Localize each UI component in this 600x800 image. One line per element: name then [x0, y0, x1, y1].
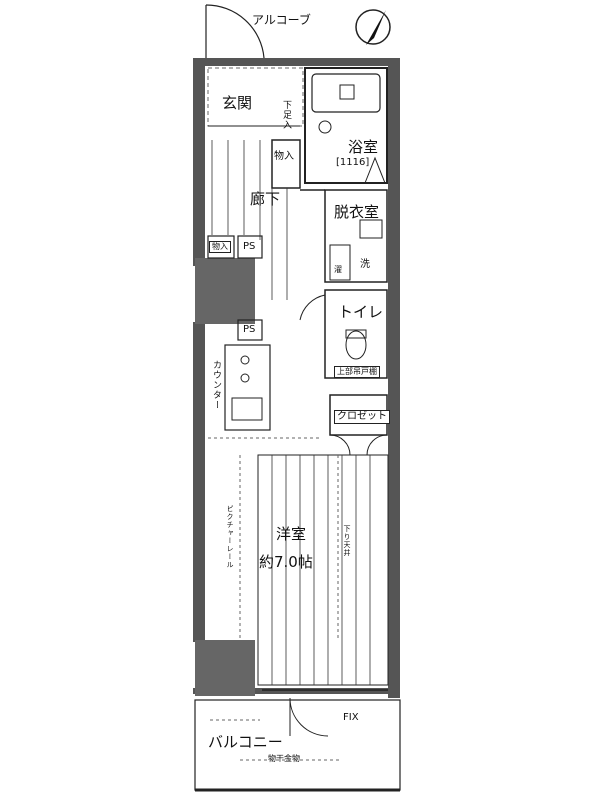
- room-label-entrance: 玄関: [222, 94, 253, 112]
- room-label-washer-sub: 濯: [334, 265, 342, 274]
- room-label-alcove: アルコーブ: [252, 13, 311, 27]
- room-label-corridor: 廊下: [250, 190, 281, 208]
- outer-walls: [193, 58, 400, 698]
- room-label-balcony: バルコニー: [208, 733, 283, 751]
- room-label-shoe-storage: 下足入: [281, 100, 291, 130]
- room-label-toilet: トイレ: [338, 303, 384, 321]
- dressing-room-area: [324, 189, 388, 283]
- room-label-picture-rail: ピクチャーレール: [226, 505, 234, 569]
- column-upper: [195, 258, 255, 324]
- room-label-closet: クロゼット: [334, 410, 390, 424]
- room-label-western-room-size: 約7.0帖: [259, 553, 313, 571]
- compass-icon: [355, 9, 391, 45]
- room-label-drying-rod: 物干金物: [268, 754, 300, 763]
- room-label-washer: 洗: [360, 259, 370, 270]
- toilet-area: [324, 289, 388, 379]
- room-label-bathroom: 浴室: [348, 138, 379, 156]
- toilet-bowl: [345, 330, 367, 360]
- column-lower: [195, 640, 255, 696]
- western-room-area: [257, 454, 389, 686]
- room-label-counter: カウンター: [211, 360, 221, 410]
- room-label-toilet-cabinet: 上部吊戸棚: [334, 366, 380, 378]
- bathtub: [311, 73, 381, 113]
- room-label-storage-1: 物入: [274, 151, 294, 162]
- entrance-door: [205, 4, 265, 59]
- bathroom-area: [304, 67, 388, 184]
- room-label-storage-2: 物入: [209, 241, 231, 253]
- room-label-ps-2: PS: [243, 324, 256, 335]
- room-label-bathroom-size: [1116]: [336, 157, 370, 168]
- room-label-hanging-wall: 下り天井: [343, 525, 351, 557]
- kitchen-counter: [224, 344, 271, 431]
- room-label-dressing-room: 脱衣室: [334, 203, 380, 221]
- room-label-ps-1: PS: [243, 241, 256, 252]
- room-label-western-room: 洋室: [276, 525, 307, 543]
- room-label-fix: FIX: [343, 712, 359, 723]
